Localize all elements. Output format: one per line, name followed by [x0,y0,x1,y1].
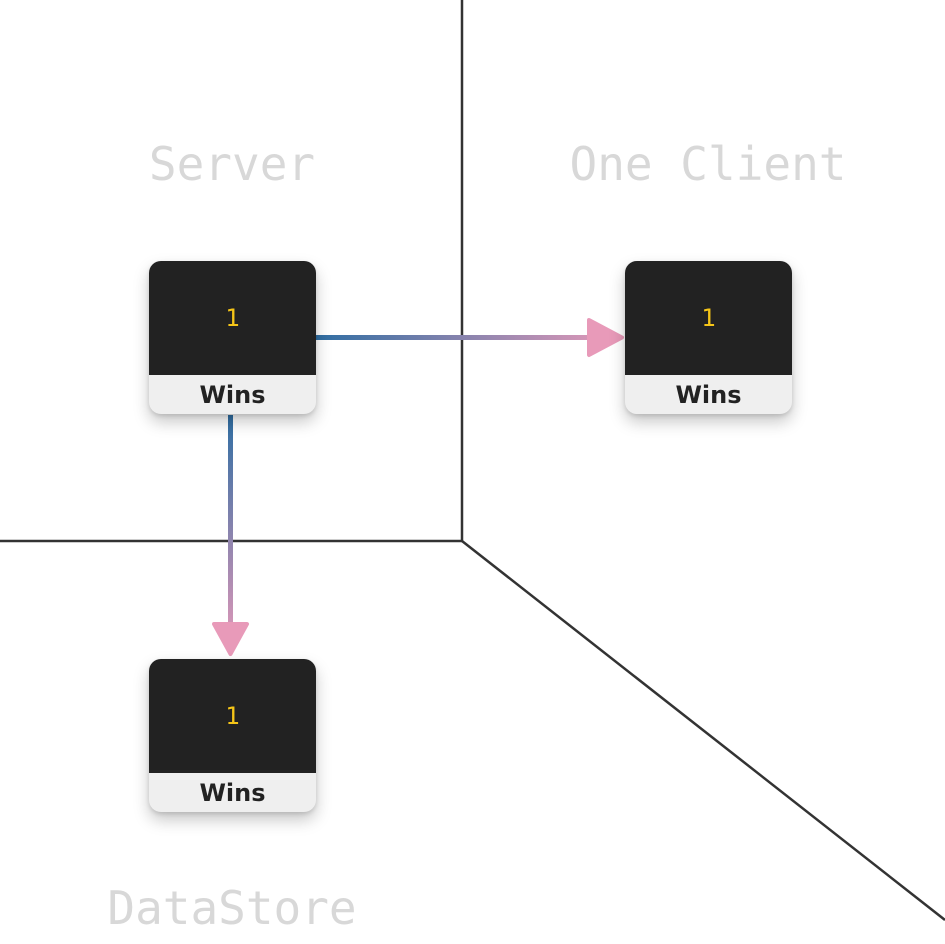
client-card-label: Wins [675,380,742,409]
datastore-card-value: 1 [149,659,316,773]
server-card: 1 Wins [149,261,316,414]
arrow-server-to-datastore [212,415,249,656]
server-card-label: Wins [199,380,266,409]
datastore-card: 1 Wins [149,659,316,812]
datastore-card-label: Wins [199,778,266,807]
region-label-datastore: DataStore [107,881,357,935]
server-card-value: 1 [149,261,316,375]
client-card: 1 Wins [625,261,792,414]
arrow-server-to-client [316,318,624,357]
divider-diagonal [461,540,945,921]
client-card-value: 1 [625,261,792,375]
region-label-server: Server [148,137,316,191]
region-label-client: One Client [569,137,847,191]
